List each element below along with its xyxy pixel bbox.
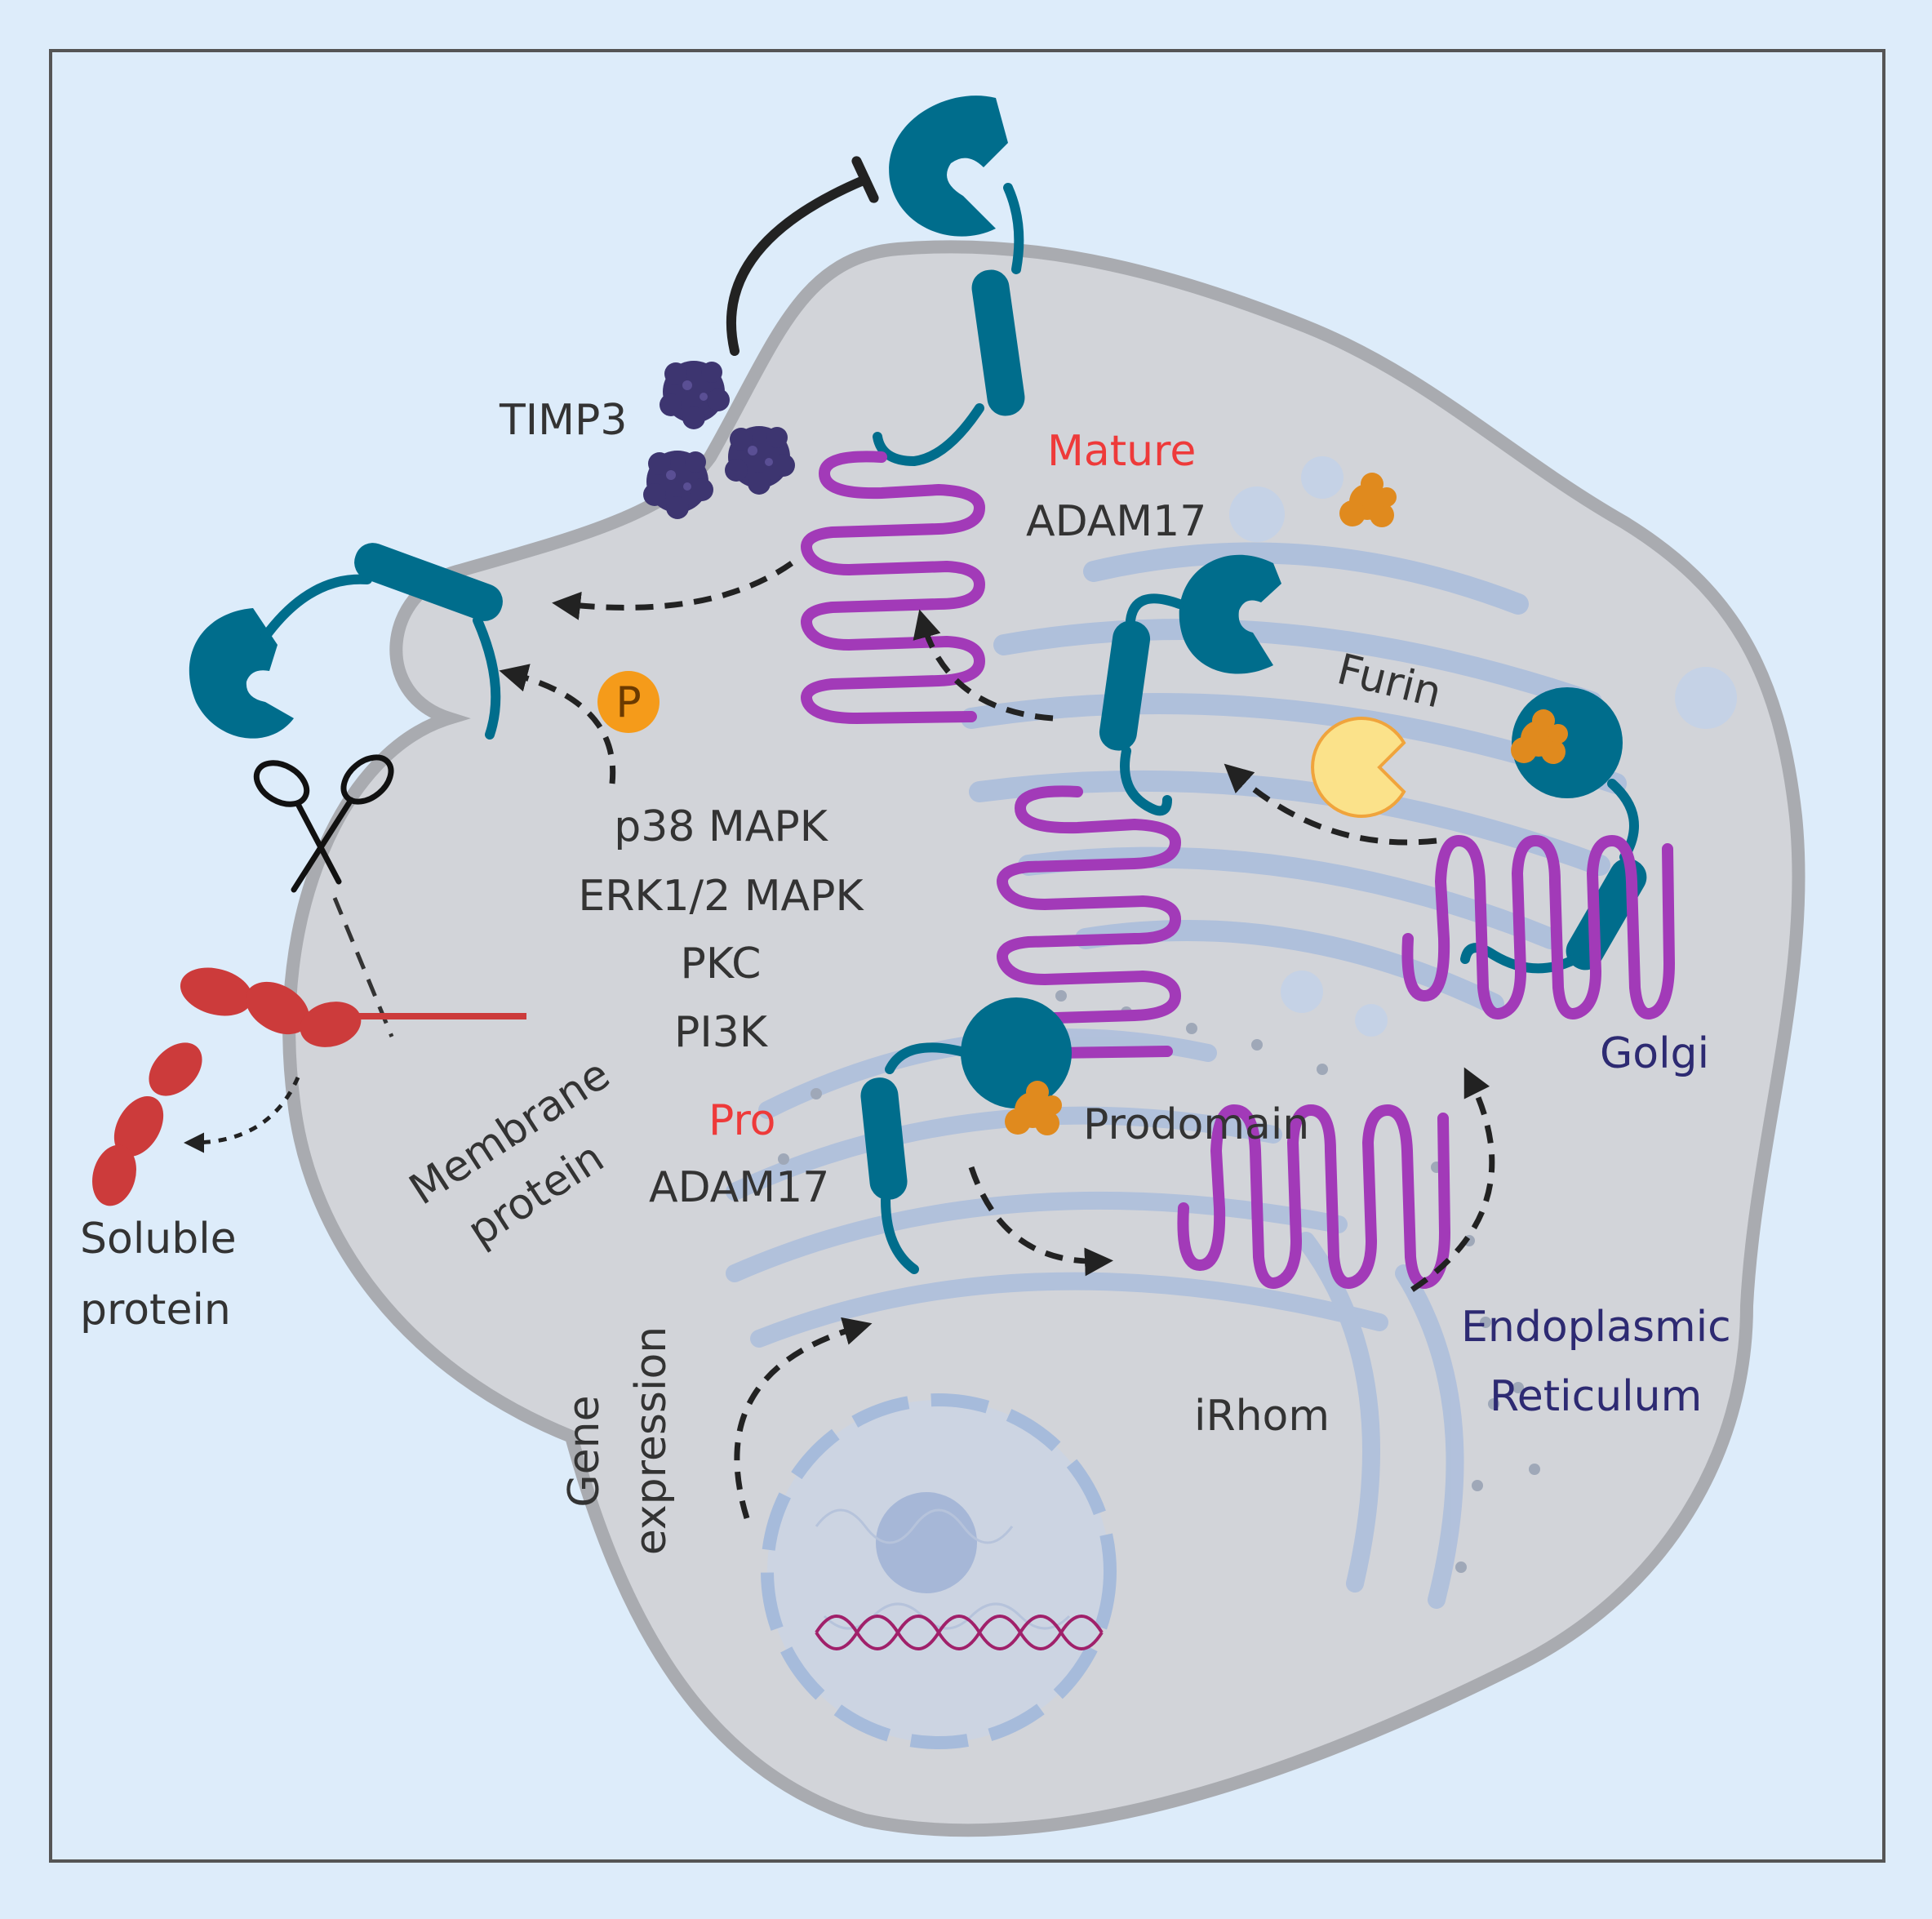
soluble-label-2: protein [80, 1286, 231, 1335]
phospho-label: P [615, 678, 641, 727]
mature-adam17-label: ADAM17 [1026, 497, 1206, 546]
frame [49, 49, 1885, 1863]
irhom-label: iRhom [1194, 1392, 1330, 1441]
nucleus [761, 1393, 1117, 1749]
release-arrow [184, 1076, 300, 1153]
kinase-p38-label: p38 MAPK [614, 802, 829, 851]
golgi-label: Golgi [1600, 1029, 1709, 1078]
er-label-2: Reticulum [1490, 1372, 1702, 1421]
scissors-icon [253, 754, 394, 893]
timp3-label: TIMP3 [499, 396, 627, 445]
dna-strands [815, 1615, 1104, 1650]
surface-adam17 [189, 543, 503, 740]
inhibition-arrow-icon [726, 175, 870, 356]
er-label-1: Endoplasmic [1461, 1303, 1731, 1352]
membrane-protein [180, 967, 526, 1047]
pro-adam17-label: ADAM17 [649, 1163, 829, 1212]
gene-label-2: expression [627, 1326, 676, 1556]
soluble-label-1: Soluble [80, 1215, 237, 1264]
dashed-arrow-icon [734, 1317, 873, 1520]
phospho-circle [597, 671, 660, 733]
gene-label-1: Gene [560, 1395, 609, 1507]
mature-adam17-top [873, 96, 1025, 467]
mature-adam17-golgi [1099, 554, 1281, 816]
pro-label: Pro [708, 1096, 776, 1145]
prodomain-label: Prodomain [1083, 1100, 1309, 1149]
mature-label: Mature [1047, 427, 1196, 476]
kinase-erk-label: ERK1/2 MAPK [578, 872, 864, 921]
inhibition-bar [851, 156, 879, 203]
furin-enzyme [1311, 717, 1406, 818]
trafficking-arrows [499, 561, 1495, 1520]
pro-adam17-golgi [1460, 687, 1647, 974]
kinase-pkc-label: PKC [681, 940, 762, 988]
kinase-pi3k-label: PI3K [674, 1008, 769, 1057]
pro-adam17-er [860, 997, 1072, 1274]
soluble-protein-shape [92, 1042, 202, 1206]
golgi-vesicles [1229, 456, 1737, 1037]
